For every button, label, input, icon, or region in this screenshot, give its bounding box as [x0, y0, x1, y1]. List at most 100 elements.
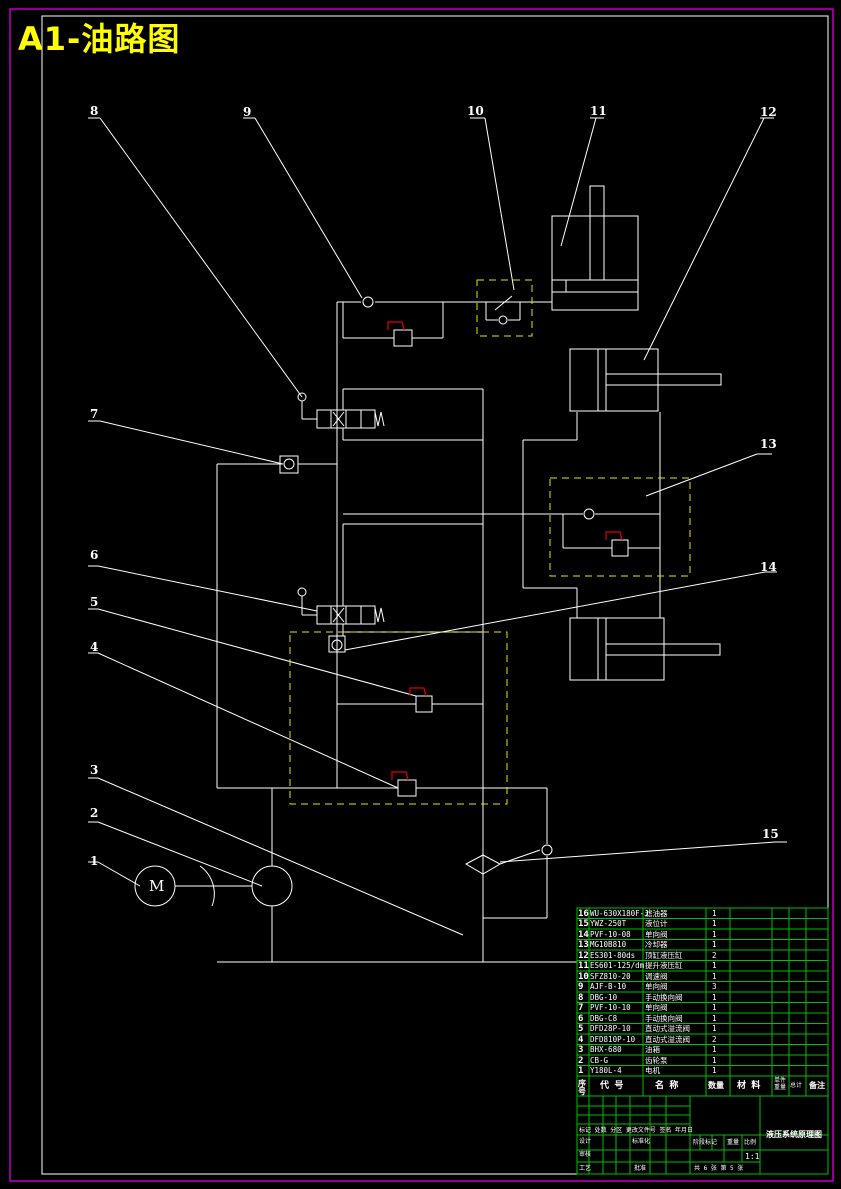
header-total: 总计 — [790, 1082, 803, 1089]
sheet-count: 共 6 张 第 5 张 — [694, 1165, 744, 1172]
part-qty: 3 — [712, 982, 717, 991]
part-number: 12 — [578, 950, 589, 961]
part-code: WU-630X180F-J — [590, 908, 649, 918]
callout-14: 14 — [760, 560, 777, 574]
inner-frame — [41, 15, 829, 1175]
scale-value: 1:1 — [745, 1152, 760, 1161]
sign-row: 标记 处数 分区 更改文件号 签名 年月日 — [579, 1127, 694, 1134]
header-code: 代 号 — [600, 1081, 624, 1091]
header-qty: 数量 — [708, 1081, 724, 1090]
part-qty: 1 — [712, 992, 717, 1002]
callout-13: 13 — [760, 437, 777, 451]
part-code: DBG-C8 — [590, 1013, 618, 1023]
approve-label: 批准 — [634, 1165, 647, 1172]
part-qty: 1 — [712, 1003, 717, 1012]
callout-15: 15 — [762, 827, 779, 841]
drawing-name: 液压系统原理图 — [766, 1130, 822, 1139]
header-remark: 备注 — [809, 1081, 825, 1090]
callout-6: 6 — [90, 548, 99, 562]
part-code: PVF-10-10 — [590, 1003, 631, 1012]
motor-letter: M — [149, 877, 165, 895]
part-qty: 1 — [712, 1055, 717, 1065]
header-material: 材 料 — [737, 1081, 761, 1091]
part-number: 14 — [578, 929, 589, 940]
callout-5: 5 — [90, 595, 99, 609]
part-number: 3 — [578, 1045, 584, 1055]
stage-label: 阶段标记 — [693, 1139, 718, 1146]
part-number: 1 — [578, 1066, 584, 1076]
part-qty: 1 — [712, 1045, 717, 1054]
part-number: 15 — [578, 919, 589, 929]
part-code: AJF-B-10 — [590, 982, 627, 991]
part-code: ES601-125/dm — [590, 961, 645, 970]
part-number: 10 — [578, 971, 589, 982]
part-name: 顶缸液压缸 — [645, 950, 683, 960]
part-number: 13 — [578, 940, 589, 950]
part-qty: 1 — [712, 1013, 717, 1023]
drawing-title: A1-油路图 — [18, 20, 181, 58]
part-number: 11 — [578, 961, 589, 971]
craft-label: 工艺 — [579, 1165, 592, 1172]
part-number: 16 — [578, 908, 589, 919]
part-qty: 1 — [712, 1066, 717, 1075]
callout-7: 7 — [90, 407, 99, 421]
part-name: 单向阀 — [645, 929, 668, 939]
part-name: 单向阀 — [645, 1003, 668, 1012]
header-unit-weight: 单件重量 — [774, 1077, 787, 1091]
header-name: 名 称 — [655, 1081, 679, 1091]
part-number: 7 — [578, 1003, 584, 1013]
part-code: DBG-10 — [590, 992, 618, 1002]
part-qty: 1 — [712, 1024, 717, 1033]
callout-10: 10 — [467, 104, 484, 118]
part-name: 油箱 — [645, 1045, 660, 1054]
part-name: 齿轮泵 — [645, 1055, 668, 1065]
part-code: DFD28P-10 — [590, 1024, 631, 1033]
part-qty: 1 — [712, 908, 717, 918]
part-number: 5 — [578, 1024, 584, 1034]
part-qty: 1 — [712, 919, 717, 928]
part-code: SFZ810-20 — [590, 971, 631, 981]
callout-8: 8 — [90, 104, 99, 118]
header-seq: 序号 — [578, 1079, 586, 1096]
callout-4: 4 — [90, 640, 99, 654]
callout-3: 3 — [90, 763, 99, 777]
part-name: 直动式溢流阀 — [645, 1024, 690, 1033]
callout-2: 2 — [90, 806, 99, 820]
designer-label: 设计 — [579, 1138, 592, 1145]
part-name: 提升液压缸 — [645, 961, 683, 970]
part-number: 4 — [578, 1034, 584, 1045]
part-code: ES301-80ds — [590, 950, 636, 960]
outer-frame — [9, 8, 834, 1182]
part-number: 2 — [578, 1055, 584, 1066]
part-number: 8 — [578, 992, 584, 1003]
scale-label: 比例 — [744, 1139, 757, 1146]
part-code: Y180L-4 — [590, 1066, 622, 1075]
part-qty: 1 — [712, 961, 717, 970]
callout-11: 11 — [590, 104, 607, 118]
part-qty: 1 — [712, 940, 717, 949]
callout-12: 12 — [760, 105, 777, 119]
part-name: 直动式溢流阀 — [645, 1034, 690, 1044]
callout-9: 9 — [243, 105, 252, 119]
part-code: MG10B810 — [590, 940, 627, 949]
part-name: 冷却器 — [645, 940, 668, 949]
callout-1: 1 — [90, 854, 99, 868]
part-number: 9 — [578, 982, 584, 992]
part-code: PVF-10-08 — [590, 929, 631, 939]
part-qty: 1 — [712, 929, 717, 939]
part-code: BHX-680 — [590, 1045, 622, 1054]
part-qty: 2 — [712, 950, 717, 960]
part-code: DFD810P-10 — [590, 1034, 636, 1044]
standard-label: 标准化 — [632, 1138, 651, 1145]
part-name: 滤油器 — [645, 908, 668, 918]
part-code: CB-G — [590, 1055, 609, 1065]
part-qty: 2 — [712, 1034, 717, 1044]
review-label: 审核 — [579, 1151, 592, 1158]
part-number: 6 — [578, 1013, 584, 1024]
part-name: 手动换向阀 — [645, 992, 683, 1002]
part-name: 调速阀 — [645, 971, 668, 981]
weight-label: 重量 — [727, 1139, 740, 1146]
part-name: 单向阀 — [645, 982, 668, 991]
part-qty: 1 — [712, 971, 717, 981]
